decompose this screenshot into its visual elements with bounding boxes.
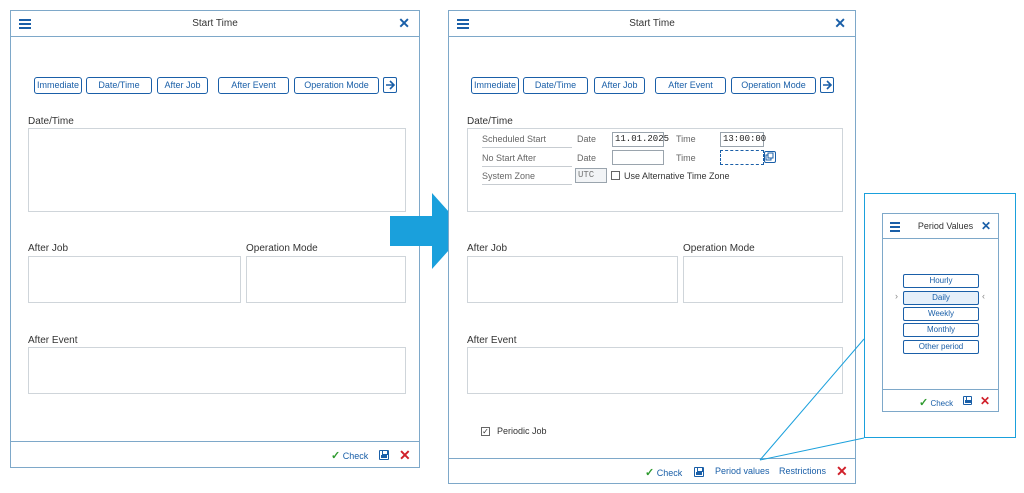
left-start-time-window: Start Time ✕ Immediate Date/Time After J… bbox=[10, 10, 420, 468]
hamburger-menu-icon[interactable] bbox=[890, 222, 900, 232]
datetime-section-label: Date/Time bbox=[28, 116, 74, 127]
close-icon[interactable]: ✕ bbox=[398, 15, 410, 31]
check-button[interactable]: ✓ Check bbox=[919, 396, 953, 409]
periodic-job-checkbox[interactable]: ✓ bbox=[481, 427, 490, 436]
tab-after-event[interactable]: After Event bbox=[655, 77, 726, 94]
after-job-section-box bbox=[467, 256, 678, 303]
operation-mode-section-box bbox=[683, 256, 843, 303]
save-icon[interactable] bbox=[963, 396, 972, 405]
check-button[interactable]: ✓ Check bbox=[331, 449, 368, 462]
check-label: Check bbox=[930, 399, 954, 408]
checkmark-icon: ✓ bbox=[645, 467, 655, 479]
period-option-hourly[interactable]: Hourly bbox=[903, 274, 979, 288]
datetime-section-box bbox=[28, 128, 406, 212]
scheduled-date-input[interactable]: 11.01.2025 bbox=[612, 132, 669, 147]
no-start-after-time-input[interactable] bbox=[720, 150, 764, 165]
next-tab-arrow-icon[interactable] bbox=[383, 77, 397, 93]
alt-time-zone-label: Use Alternative Time Zone bbox=[624, 171, 730, 181]
check-label: Check bbox=[656, 468, 683, 478]
window-title: Start Time bbox=[629, 18, 675, 29]
hamburger-menu-icon[interactable] bbox=[19, 19, 31, 29]
operation-mode-section-box bbox=[246, 256, 406, 303]
dialog-title: Period Values bbox=[917, 221, 974, 231]
save-icon[interactable] bbox=[694, 467, 704, 477]
tab-after-event[interactable]: After Event bbox=[218, 77, 289, 94]
tab-operation-mode[interactable]: Operation Mode bbox=[731, 77, 816, 94]
date-label: Date bbox=[577, 134, 597, 144]
period-option-weekly[interactable]: Weekly bbox=[903, 307, 979, 321]
tab-operation-mode[interactable]: Operation Mode bbox=[294, 77, 379, 94]
left-title-bar: Start Time ✕ bbox=[11, 11, 419, 37]
tab-date-time[interactable]: Date/Time bbox=[523, 77, 588, 94]
checkmark-icon: ✓ bbox=[331, 450, 341, 462]
left-footer: ✓ Check ✕ bbox=[11, 441, 419, 468]
no-start-after-date-input[interactable] bbox=[612, 150, 664, 165]
dialog-title-bar: Period Values ✕ bbox=[883, 214, 998, 239]
close-icon[interactable]: ✕ bbox=[834, 15, 846, 31]
operation-mode-section-label: Operation Mode bbox=[683, 243, 755, 254]
scheduled-start-label: Scheduled Start bbox=[482, 134, 547, 144]
tab-immediate[interactable]: Immediate bbox=[471, 77, 519, 94]
close-icon[interactable]: ✕ bbox=[980, 219, 991, 233]
system-zone-input: UTC bbox=[575, 168, 607, 183]
period-values-callout-frame: Period Values ✕ Hourly Daily › ‹ Weekly … bbox=[864, 193, 1016, 438]
divider bbox=[482, 147, 572, 148]
cancel-x-icon[interactable]: ✕ bbox=[399, 447, 411, 463]
alt-time-zone-checkbox[interactable] bbox=[611, 171, 620, 180]
save-icon[interactable] bbox=[379, 450, 389, 460]
window-title: Start Time bbox=[192, 18, 238, 29]
period-values-dialog: Period Values ✕ Hourly Daily › ‹ Weekly … bbox=[882, 213, 999, 412]
right-start-time-window: Start Time ✕ Immediate Date/Time After J… bbox=[448, 10, 856, 484]
after-job-section-box bbox=[28, 256, 241, 303]
chevron-right-icon: › bbox=[895, 291, 898, 301]
tab-after-job[interactable]: After Job bbox=[157, 77, 208, 94]
period-option-monthly[interactable]: Monthly bbox=[903, 323, 979, 337]
check-button[interactable]: ✓ Check bbox=[645, 466, 682, 479]
after-event-section-box bbox=[28, 347, 406, 394]
right-title-bar: Start Time ✕ bbox=[449, 11, 855, 37]
transition-arrow-icon bbox=[390, 193, 466, 269]
date-label: Date bbox=[577, 153, 597, 163]
next-tab-arrow-icon[interactable] bbox=[820, 77, 834, 93]
after-job-section-label: After Job bbox=[467, 243, 508, 254]
periodic-job-label: Periodic Job bbox=[497, 426, 547, 436]
right-footer: ✓ Check Period values Restrictions ✕ bbox=[449, 458, 855, 484]
period-option-other[interactable]: Other period bbox=[903, 340, 979, 354]
divider bbox=[482, 184, 572, 185]
time-label: Time bbox=[676, 134, 696, 144]
after-event-section-label: After Event bbox=[28, 335, 78, 346]
operation-mode-section-label: Operation Mode bbox=[246, 243, 318, 254]
cancel-x-icon[interactable]: ✕ bbox=[980, 394, 991, 408]
after-event-section-box bbox=[467, 347, 843, 394]
datetime-section-label: Date/Time bbox=[467, 116, 513, 127]
restrictions-button[interactable]: Restrictions bbox=[779, 466, 827, 476]
tab-date-time[interactable]: Date/Time bbox=[86, 77, 152, 94]
check-label: Check bbox=[342, 451, 369, 461]
checkmark-icon: ✓ bbox=[919, 397, 929, 409]
after-job-section-label: After Job bbox=[28, 243, 69, 254]
period-values-button[interactable]: Period values bbox=[715, 466, 770, 476]
cancel-x-icon[interactable]: ✕ bbox=[836, 463, 848, 479]
time-label: Time bbox=[676, 153, 696, 163]
tab-immediate[interactable]: Immediate bbox=[34, 77, 82, 94]
divider bbox=[482, 166, 572, 167]
after-event-section-label: After Event bbox=[467, 335, 517, 346]
system-zone-label: System Zone bbox=[482, 171, 536, 181]
chevron-left-icon: ‹ bbox=[982, 291, 985, 301]
hamburger-menu-icon[interactable] bbox=[457, 19, 469, 29]
tab-after-job[interactable]: After Job bbox=[594, 77, 645, 94]
value-help-icon[interactable] bbox=[764, 151, 776, 163]
dialog-footer: ✓ Check ✕ bbox=[883, 389, 998, 412]
scheduled-time-input[interactable]: 13:00:00 bbox=[720, 132, 766, 147]
no-start-after-label: No Start After bbox=[482, 153, 537, 163]
period-option-daily[interactable]: Daily bbox=[903, 291, 979, 305]
